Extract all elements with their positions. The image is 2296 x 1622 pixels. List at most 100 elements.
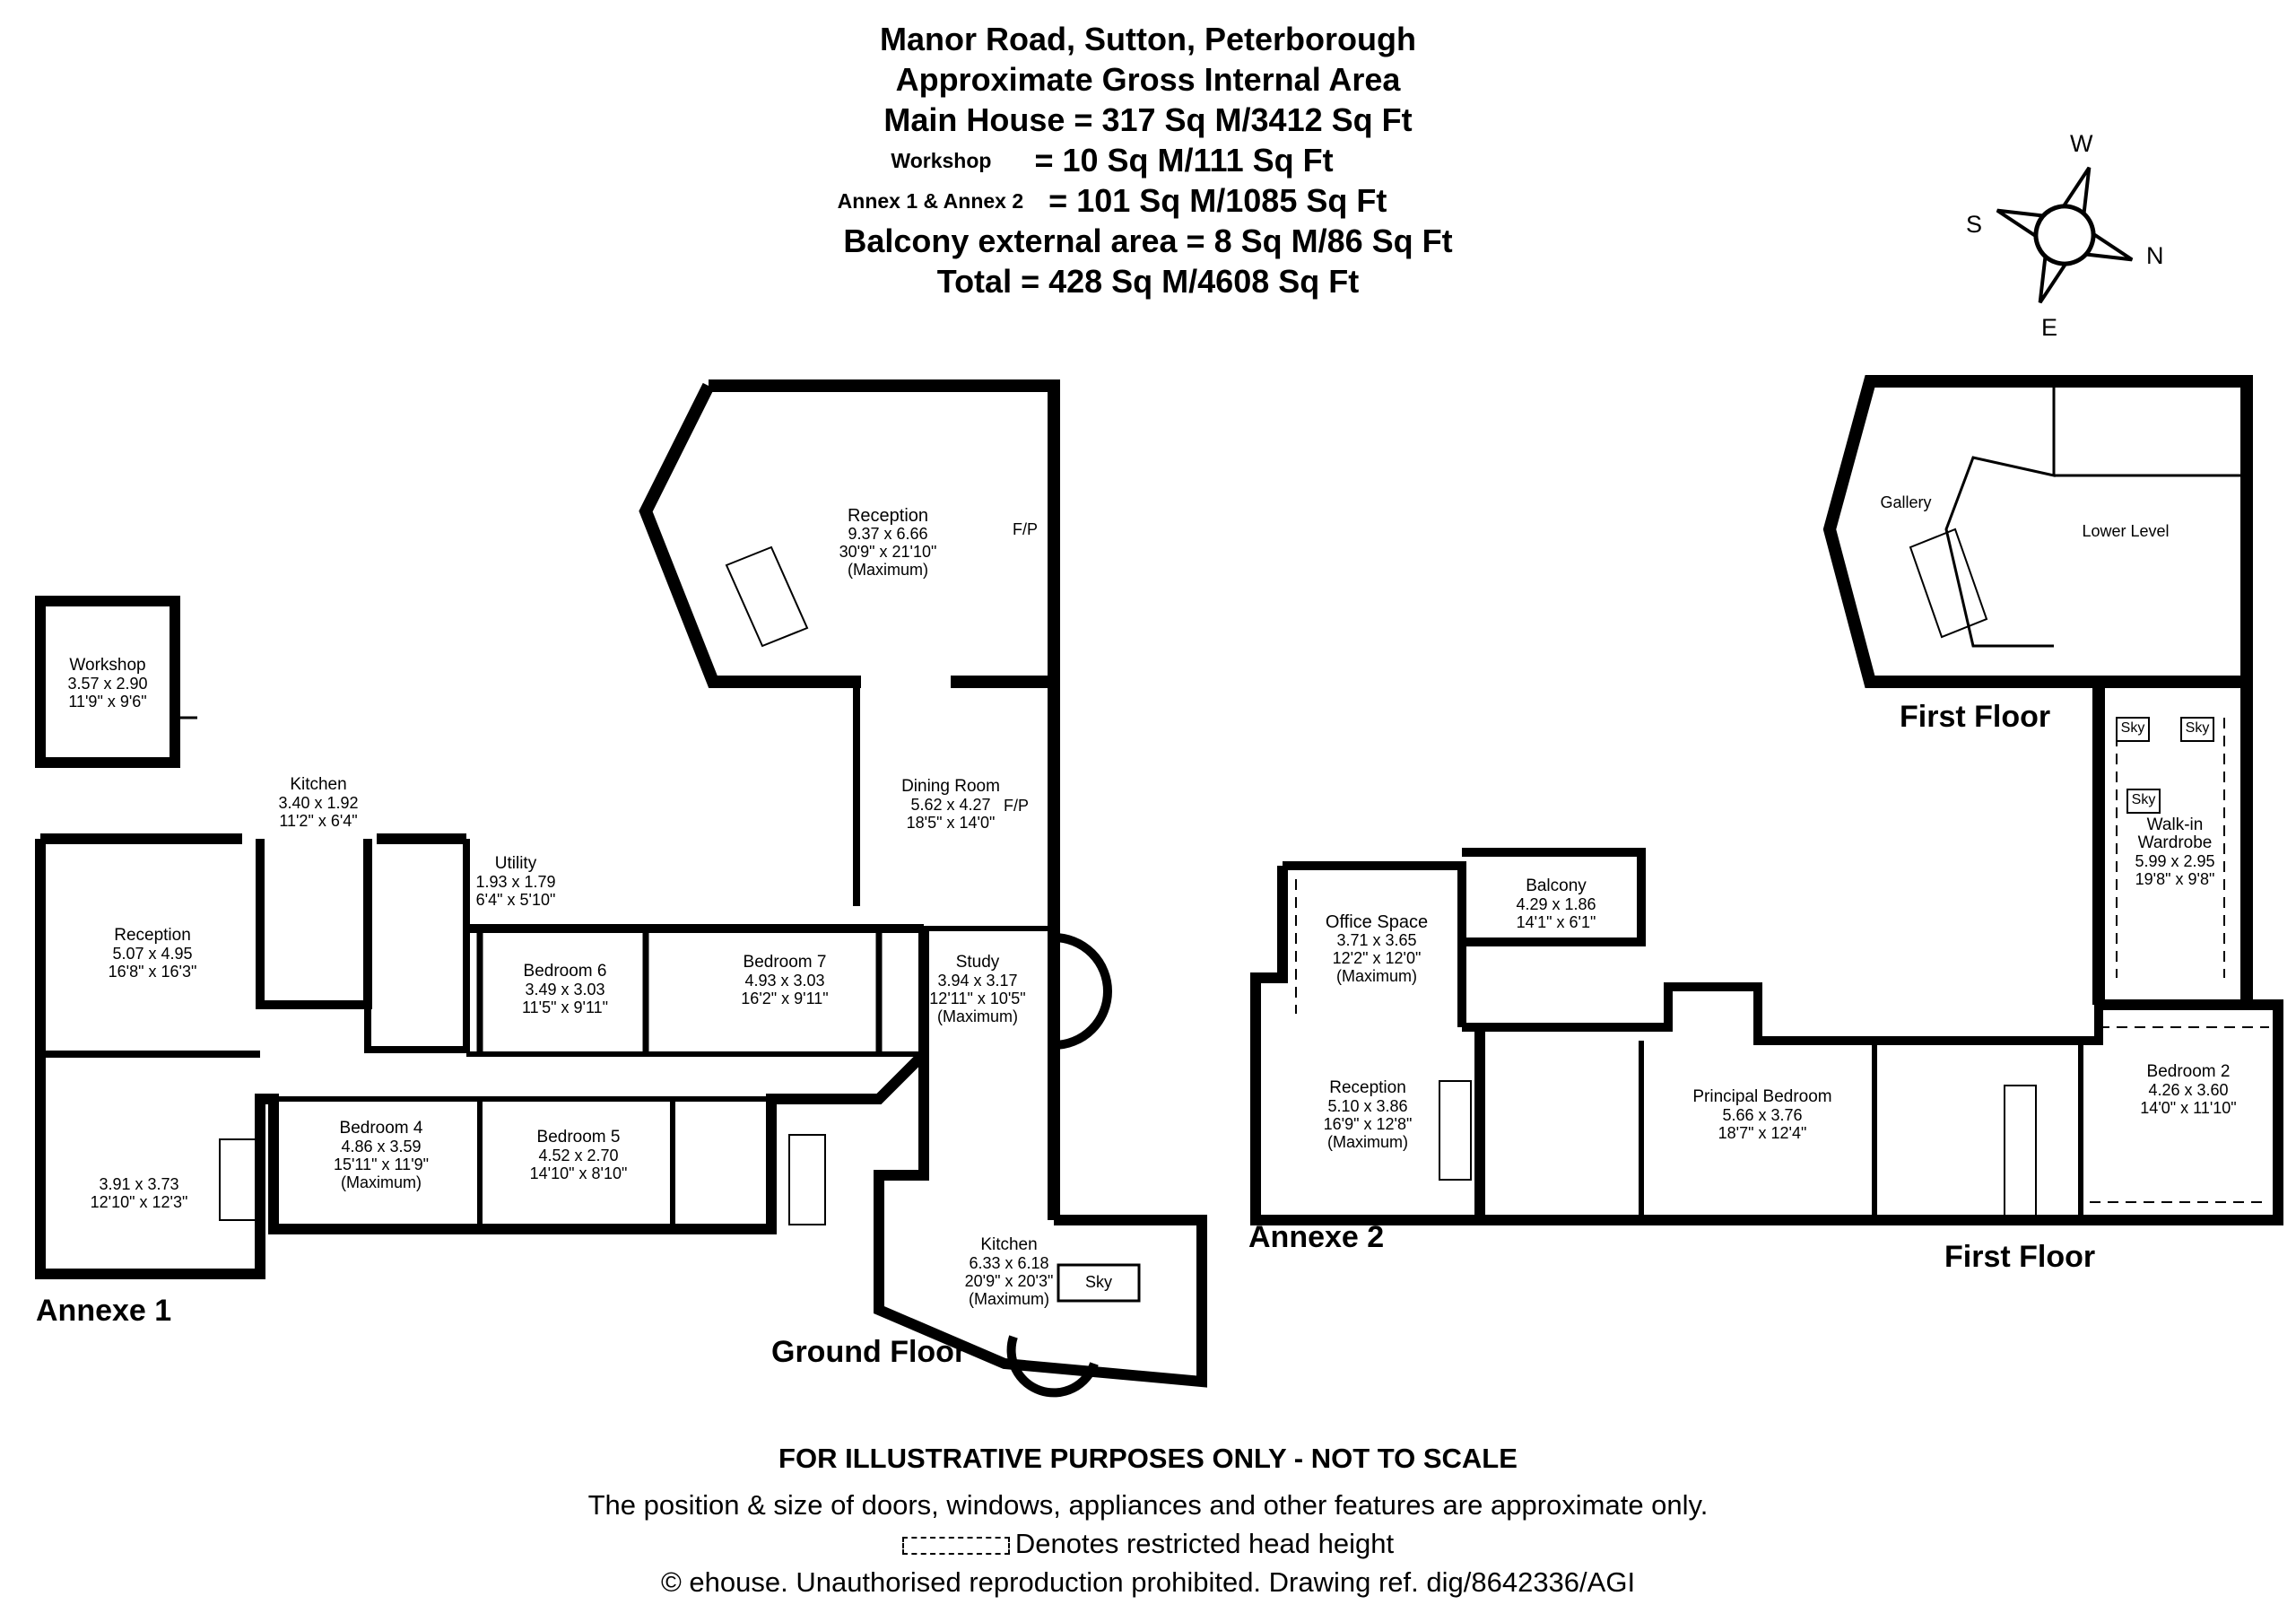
annex-area-value: = 101 Sq M/1085 Sq Ft [1048,182,1387,219]
room-principal-bedroom: Principal Bedroom 5.66 x 3.76 18'7" x 12… [1673,1088,1852,1143]
room-name: Walk-in [2146,815,2204,834]
lower-bedroom-dividers [477,1099,675,1229]
skylight-label: Sky [2185,720,2210,736]
annex-area-label: Annex 1 & Annex 2 [837,189,1024,213]
room-imperial: 18'7" x 12'4" [1718,1124,1807,1142]
room-kitchen-main: Kitchen 6.33 x 6.18 20'9" x 20'3" (Maxim… [942,1235,1076,1309]
room-note: (Maximum) [848,561,928,579]
kitchen-bay [1006,1335,1099,1398]
room-imperial: 11'9" x 9'6" [68,693,147,711]
room-metric: 3.91 x 3.73 [99,1175,179,1193]
room-bedroom4: Bedroom 4 4.86 x 3.59 15'11" x 11'9" (Ma… [296,1119,466,1192]
room-imperial: 30'9" x 21'10" [839,543,937,561]
annexe1-outer-wall [35,839,929,1279]
room-name: Reception [847,506,929,526]
room-metric: 5.10 x 3.86 [1327,1097,1408,1115]
disclaimer-text: The position & size of doors, windows, a… [587,1489,1709,1521]
reception-walls [639,379,1060,688]
principal-top-wall [1462,982,2103,1045]
plan-title: Manor Road, Sutton, Peterborough [880,21,1416,57]
room-imperial: 14'0" x 11'10" [2140,1099,2237,1117]
room-bedroom7: Bedroom 7 4.93 x 3.03 16'2" x 9'11" [709,953,861,1008]
balcony-area: Balcony external area = 8 Sq M/86 Sq Ft [843,222,1453,259]
room-imperial: 6'4" x 5'10" [475,891,556,909]
room-walk-in-wardrobe: Walk-in Wardrobe 5.99 x 2.95 19'8" x 9'8… [2112,815,2238,889]
compass-south: S [1966,211,1983,238]
room-metric: 4.93 x 3.03 [744,972,825,990]
room-name: Bedroom 4 [339,1119,423,1138]
workshop-area-label: Workshop [891,149,992,172]
room-name: Reception [1329,1078,1406,1097]
room-imperial: 12'11" x 10'5" [929,990,1026,1007]
room-name: Utility [494,854,537,873]
compass-west: W [2070,130,2093,157]
room-note: (Maximum) [1336,967,1417,985]
compass-north: N [2146,242,2164,269]
room-utility: Utility 1.93 x 1.79 6'4" x 5'10" [453,854,578,910]
room-metric: 4.29 x 1.86 [1516,895,1596,913]
room-name: Wardrobe [2137,833,2213,852]
skylight-label: Sky [2131,792,2156,807]
room-kitchen-annex: Kitchen 3.40 x 1.92 11'2" x 6'4" [256,775,381,831]
room-imperial: 15'11" x 11'9" [333,1155,430,1173]
fireplace-label: F/P [1003,797,1029,815]
room-reception-annex1: Reception 5.07 x 4.95 16'8" x 16'3" [85,927,220,981]
room-metric: 4.86 x 3.59 [341,1138,422,1155]
first-floor-gallery-walls [1822,375,2253,688]
study-bay [1053,933,1112,1050]
room-name: Office Space [1325,912,1429,932]
room-note: (Maximum) [937,1007,1018,1025]
room-name: Bedroom 5 [536,1128,621,1147]
room-name: Dining Room [901,777,1000,796]
room-balcony: Balcony 4.29 x 1.86 14'1" x 6'1" [1489,876,1623,932]
balcony-walls [1462,848,1646,946]
room-metric: 3.57 x 2.90 [67,675,148,693]
room-name: Kitchen [980,1235,1038,1254]
plan-subtitle: Approximate Gross Internal Area [895,61,1401,98]
room-metric: 1.93 x 1.79 [475,873,556,891]
room-metric: 9.37 x 6.66 [848,525,928,543]
fireplace-label: F/P [1012,520,1038,538]
room-imperial: 14'1" x 6'1" [1516,913,1596,931]
room-imperial: 20'9" x 20'3" [964,1272,1054,1290]
compass-east: E [2041,314,2058,341]
floor-label-annexe2: Annexe 2 [1248,1220,1385,1254]
room-imperial: 16'9" x 12'8" [1323,1115,1413,1133]
room-name: Balcony [1526,876,1587,895]
floor-label-first-bottom: First Floor [1944,1240,2096,1274]
restricted-height-key: Denotes restricted head height [0,1528,2296,1560]
room-imperial: 18'5" x 14'0" [906,814,996,832]
room-metric: 3.71 x 3.65 [1336,931,1417,949]
room-annex1-lower: 3.91 x 3.73 12'10" x 12'3" [72,1175,206,1211]
annexe2-outer-wall [1250,866,1485,1225]
workshop-area: Workshop = 10 Sq M/111 Sq Ft [0,141,2260,180]
room-imperial: 16'2" x 9'11" [741,990,829,1007]
room-metric: 6.33 x 6.18 [969,1254,1049,1272]
compass-rose-icon [1996,166,2134,304]
room-name: Kitchen [290,775,347,794]
total-area: Total = 428 Sq M/4608 Sq Ft [936,263,1360,300]
wardrobe-walls [2092,682,2253,1005]
room-name: Bedroom 6 [523,962,607,981]
workshop-walls [35,596,180,768]
room-metric: 4.26 x 3.60 [2148,1081,2229,1099]
room-imperial: 12'2" x 12'0" [1332,949,1422,967]
room-note: (Maximum) [969,1290,1049,1308]
room-reception-main: Reception 9.37 x 6.66 30'9" x 21'10" (Ma… [798,507,978,579]
room-office: Office Space 3.71 x 3.65 12'2" x 12'0" (… [1300,913,1453,985]
room-reception-annex2: Reception 5.10 x 3.86 16'9" x 12'8" (Max… [1300,1078,1435,1152]
room-dining: Dining Room 5.62 x 4.27 18'5" x 14'0" [861,777,1040,833]
room-note: (Maximum) [341,1173,422,1191]
floor-label-first-top: First Floor [1900,700,2051,734]
room-note: (Maximum) [1327,1133,1408,1151]
restricted-height-text: Denotes restricted head height [1014,1528,1395,1559]
annex-area: Annex 1 & Annex 2 = 101 Sq M/1085 Sq Ft [0,181,2260,221]
room-name: Bedroom 7 [743,953,827,972]
skylight-label: Sky [2120,720,2145,736]
bedroom-dividers [476,929,883,1054]
first-floor-dividers [1639,1041,2083,1220]
annex-kitchen-walls [256,839,372,1009]
room-imperial: 14'10" x 8'10" [529,1164,628,1182]
room-metric: 3.94 x 3.17 [937,972,1018,990]
